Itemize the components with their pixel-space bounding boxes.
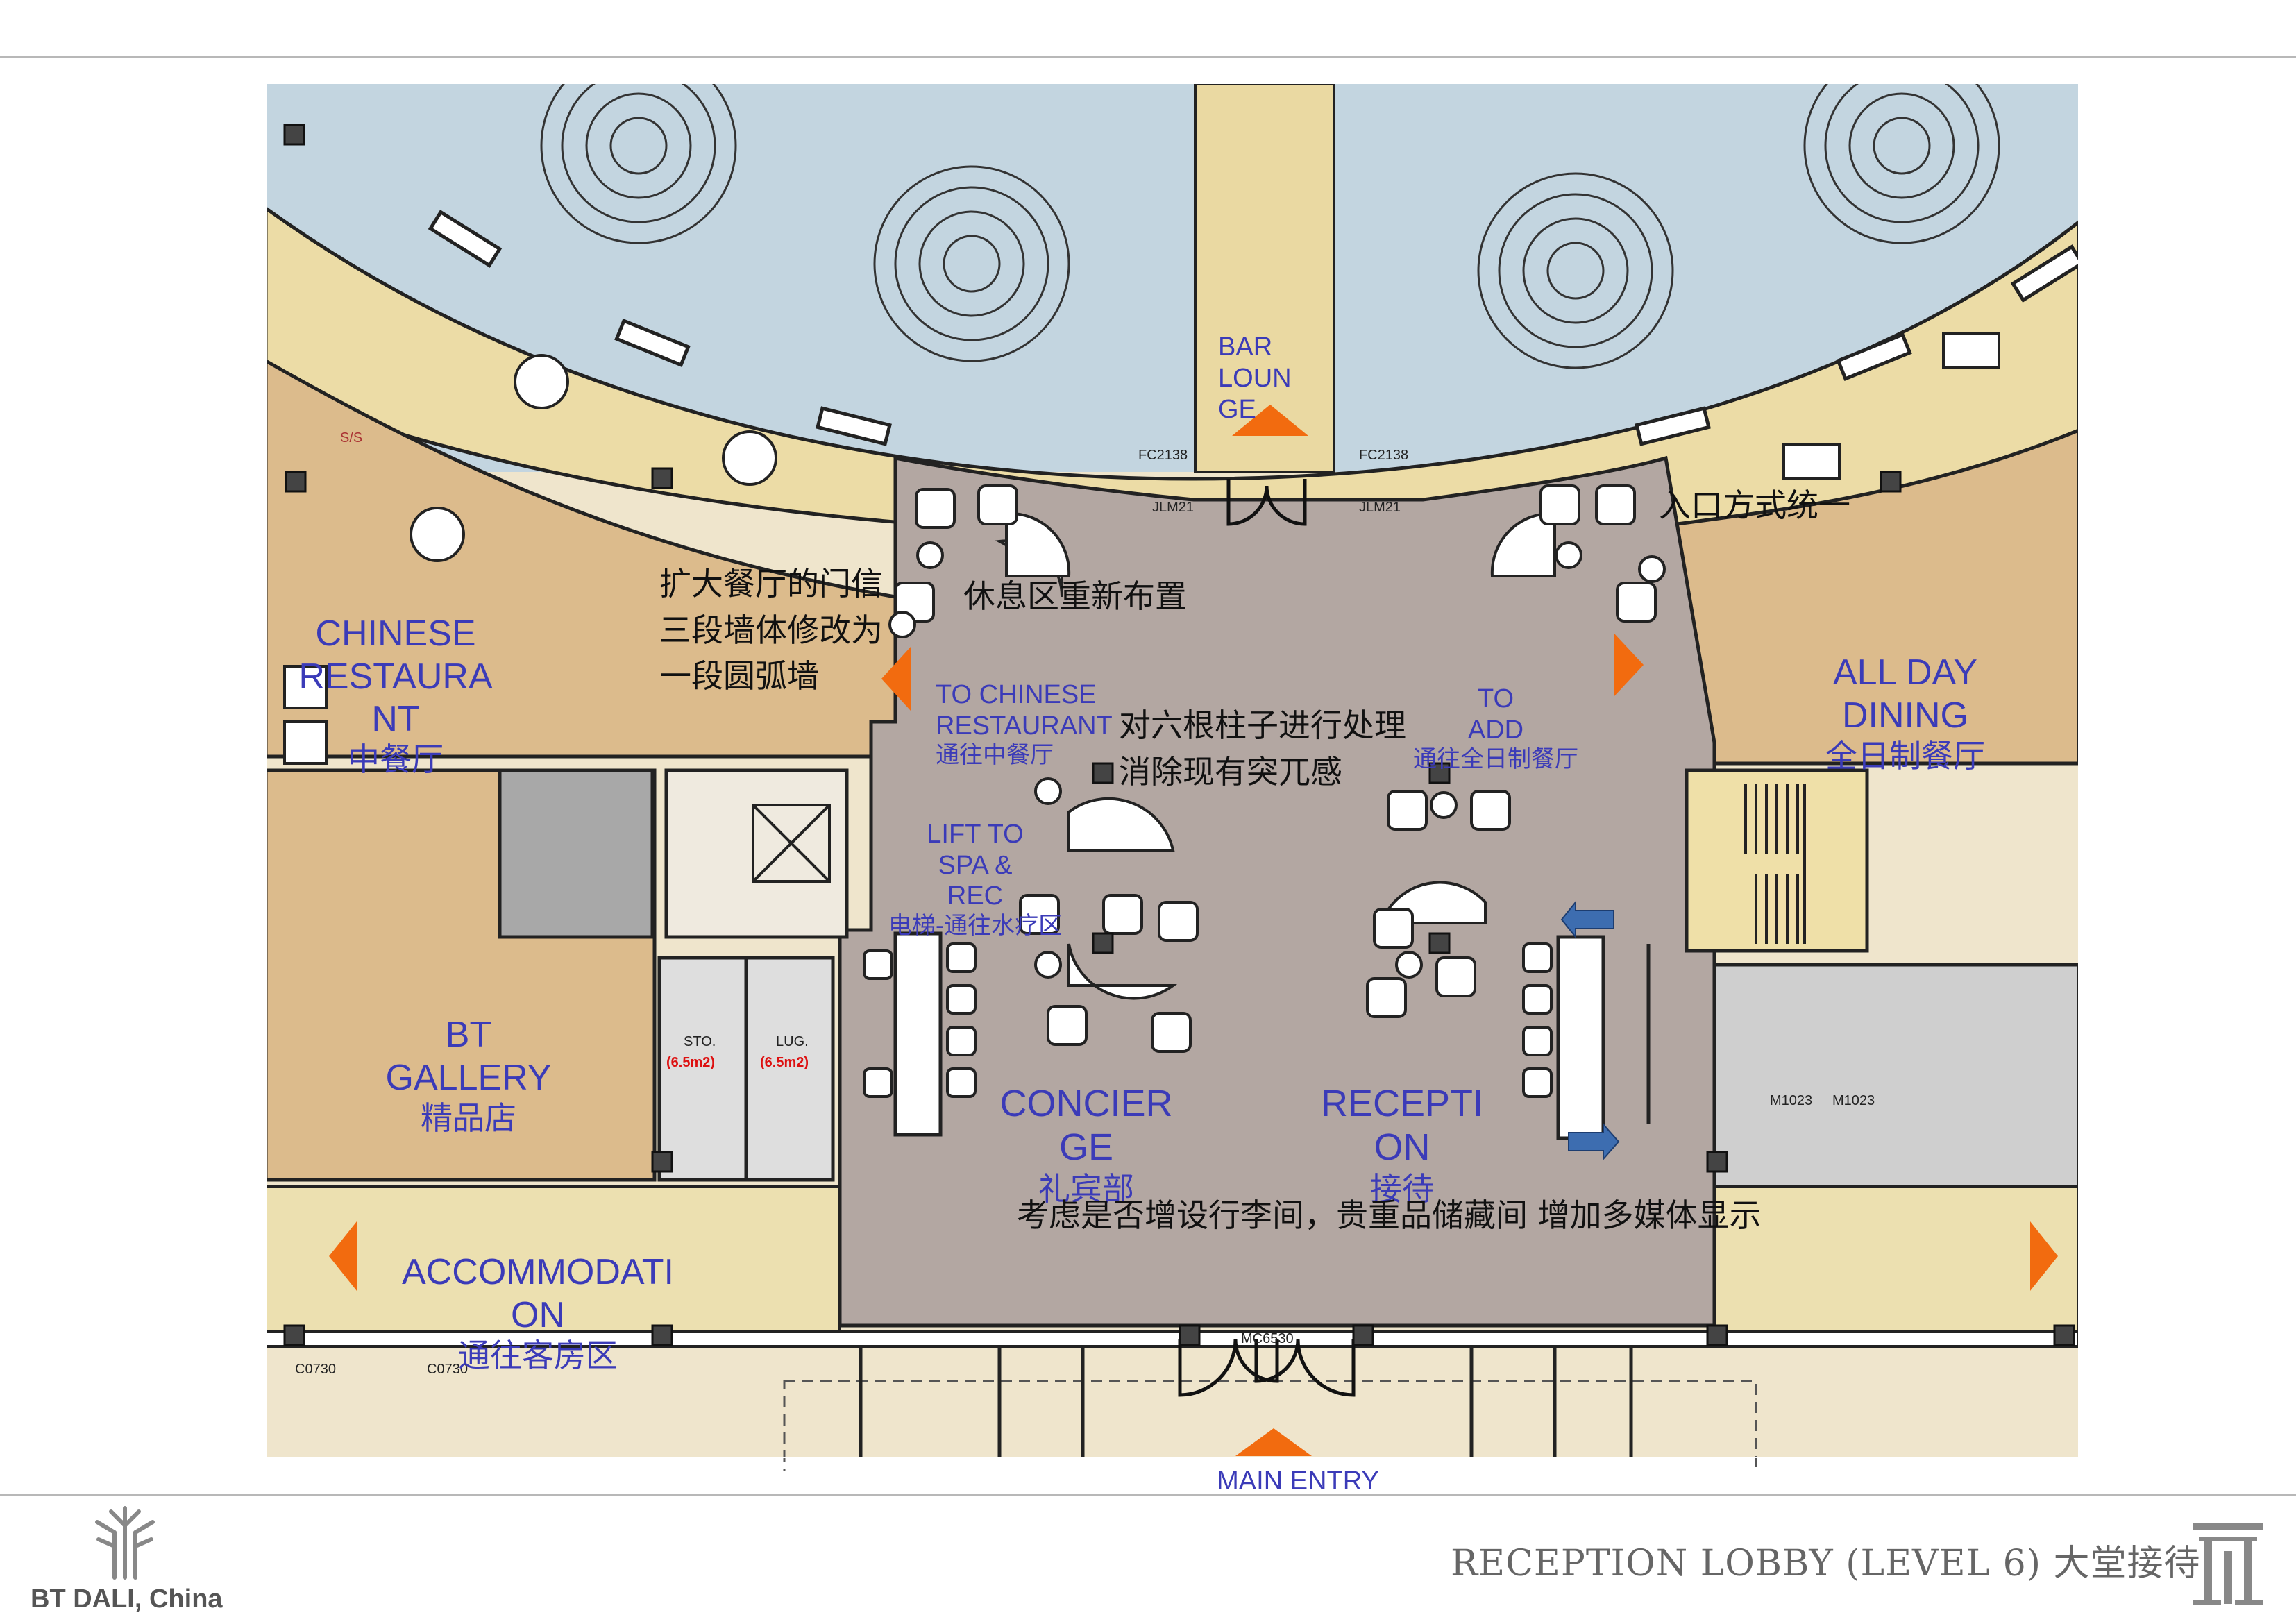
label-main-entry: MAIN ENTRY — [1217, 1466, 1379, 1496]
label-all-day-dining: ALL DAY DINING 全日制餐厅 — [1791, 609, 2020, 818]
lift-shaft — [664, 768, 849, 939]
tag-mc: MC6530 — [1241, 1331, 1294, 1346]
tag-jlm-right: JLM21 — [1359, 500, 1401, 515]
chinese-restaurant-area — [266, 359, 897, 759]
all-day-dining-en: ALL DAY DINING — [1832, 652, 1978, 736]
bt-tree-logo — [95, 1506, 155, 1580]
reception-desk — [1556, 935, 1605, 1140]
label-bt-gallery: BT GALLERY 精品店 — [354, 972, 583, 1180]
note-entrance-unify: 入口方式统一 — [1659, 487, 1850, 524]
label-reception: RECEPTI ON 接待 — [1298, 1038, 1506, 1252]
columns — [283, 124, 2075, 1346]
arrow-left-accommodation — [329, 1221, 357, 1291]
arrow-left-chinese — [881, 647, 911, 711]
bt-gallery-cn: 精品店 — [421, 1099, 516, 1137]
all-day-dining-cn: 全日制餐厅 — [1825, 737, 1985, 775]
tag-area-sto: (6.5m2) — [666, 1055, 716, 1070]
tag-ss: S/S — [340, 430, 363, 446]
concierge-en: CONCIER GE — [999, 1082, 1173, 1169]
pool-rings-right — [1477, 83, 2000, 369]
bar-lounge-doors — [1226, 479, 1307, 526]
main-entry-doors — [1178, 1339, 1356, 1397]
tag-m-left: M1023 — [1770, 1093, 1813, 1108]
label-chinese-restaurant: CHINESE RESTAURA NT 中餐厅 — [278, 570, 514, 821]
bt-gallery-en: BT GALLERY — [385, 1015, 552, 1098]
lift-to-spa-en: LIFT TO SPA & REC — [927, 819, 1024, 911]
tag-fc-right: FC2138 — [1359, 448, 1409, 463]
accommodation-cn: 通往客房区 — [458, 1337, 618, 1375]
lounge-seating — [888, 484, 1666, 1053]
accommodation-en: ACCOMMODATI ON — [402, 1252, 674, 1335]
gate-icon — [2193, 1523, 2263, 1605]
top-rule — [0, 56, 2296, 58]
service-core — [498, 768, 655, 939]
note-columns: 对六根柱子进行处理 消除现有突兀感 — [1119, 707, 1406, 790]
label-accommodation: ACCOMMODATI ON 通往客房区 — [375, 1209, 701, 1417]
tag-jlm-left: JLM21 — [1152, 500, 1195, 515]
pool-rings-left — [540, 83, 1070, 362]
storage-room — [657, 956, 748, 1182]
lift-to-spa-cn: 电梯-通往水疗区 — [888, 912, 1063, 940]
chinese-restaurant-en: CHINESE RESTAURA NT — [298, 614, 493, 740]
tag-c-right: C0730 — [427, 1362, 468, 1377]
tag-m-right: M1023 — [1832, 1093, 1875, 1108]
to-add-en: TO ADD — [1467, 684, 1524, 745]
note-restaurant-door: 扩大餐厅的门信 三段墙体修改为 一段圆弧墙 — [659, 565, 883, 695]
page-title: RECEPTION LOBBY (LEVEL 6) 大堂接待 — [1451, 1543, 2201, 1584]
reception-en: RECEPTI ON — [1320, 1082, 1484, 1169]
tag-c-left: C0730 — [295, 1362, 336, 1377]
arrow-right-dining — [2030, 1221, 2058, 1291]
entry-canopy — [783, 1380, 1757, 1471]
bar-lounge-corridor — [1194, 83, 1335, 473]
restaurant-tables — [283, 332, 2000, 765]
blue-arrow-right — [1568, 1122, 1620, 1161]
tag-area-lug: (6.5m2) — [760, 1055, 809, 1070]
brand-name: BT DALI, China — [31, 1584, 223, 1614]
label-to-chinese-restaurant: TO CHINESE RESTAURANT 通往中餐厅 — [936, 648, 1113, 800]
luggage-room — [744, 956, 835, 1182]
facade-band — [266, 1330, 2079, 1348]
footer-rule — [0, 1494, 2296, 1496]
tag-fc-left: FC2138 — [1138, 448, 1188, 463]
blue-arrow-left — [1560, 900, 1614, 939]
lift-car — [752, 804, 831, 883]
arrow-up-bar-lounge — [1232, 405, 1308, 436]
curtain-wall-panels — [428, 210, 2079, 446]
note-lounge-rearrange: 休息区重新布置 — [963, 577, 1187, 615]
concierge-desk — [893, 931, 943, 1137]
note-luggage: 考虑是否增设行李间，贵重品储藏间 增加多媒体显示 — [1017, 1196, 1762, 1234]
back-of-house — [1712, 963, 2079, 1196]
to-chinese-restaurant-cn: 通往中餐厅 — [936, 741, 1054, 770]
label-to-add: TO ADD 通往全日制餐厅 — [1409, 652, 1582, 804]
arrow-right-add — [1614, 633, 1644, 697]
label-bar-lounge: BAR LOUN GE — [1218, 332, 1292, 424]
arrow-up-main-entry — [1235, 1428, 1312, 1456]
reception-cn: 接待 — [1370, 1170, 1434, 1208]
chinese-restaurant-cn: 中餐厅 — [348, 741, 444, 779]
concierge-cn: 礼宾部 — [1038, 1170, 1134, 1208]
to-chinese-restaurant-en: TO CHINESE RESTAURANT — [936, 679, 1113, 741]
direction-arrows — [329, 405, 2058, 1456]
label-concierge: CONCIER GE 礼宾部 — [979, 1038, 1194, 1252]
tag-lug: LUG. — [776, 1034, 809, 1049]
right-corridor — [1713, 1185, 2079, 1334]
tag-sto: STO. — [684, 1034, 716, 1049]
lobby-floor — [838, 455, 1716, 1328]
label-lift-to-spa: LIFT TO SPA & REC 电梯-通往水疗区 — [840, 788, 1111, 971]
to-add-cn: 通往全日制餐厅 — [1413, 745, 1578, 774]
